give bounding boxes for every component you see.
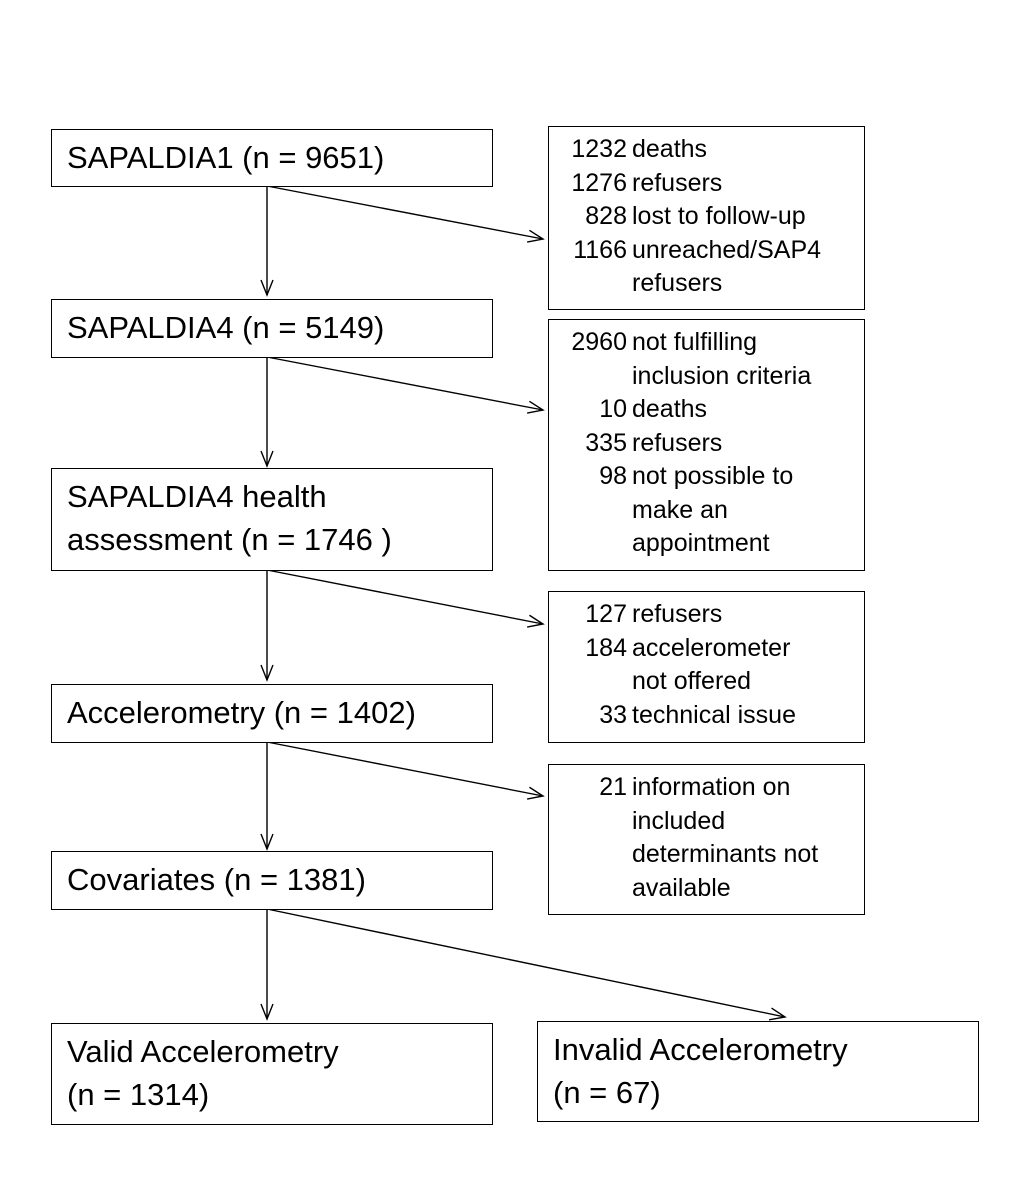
arrow-health-to-ex3 [266, 569, 545, 628]
exclusion-count: 2960 [571, 328, 627, 356]
exclusion-count: 828 [585, 202, 627, 230]
exclusion-count: 184 [585, 633, 627, 662]
box-health-assessment: SAPALDIA4 health assessment (n = 1746 ) [51, 468, 493, 571]
exclusion-count: 21 [599, 773, 627, 801]
exclusion-reason: not fulfilling [632, 328, 758, 356]
exclusion-row-continued: appointment [549, 527, 864, 561]
box-accelerometry: Accelerometry (n = 1402) [51, 684, 493, 743]
exclusion-reason: refusers [632, 600, 723, 628]
exclusion-reason: included [632, 806, 726, 835]
box-line: (n = 1314) [67, 1077, 210, 1112]
box-line: SAPALDIA1 (n = 9651) [67, 140, 385, 175]
box-line: Valid Accelerometry [67, 1034, 339, 1069]
box-valid-accelerometry: Valid Accelerometry (n = 1314) [51, 1023, 493, 1125]
arrow-sap1-to-ex1 [266, 185, 545, 243]
exclusion-reason: available [632, 873, 731, 902]
exclusion-count: 127 [585, 600, 627, 628]
exclusion-reason: refusers [632, 269, 723, 297]
box-line: SAPALDIA4 health [67, 479, 327, 514]
exclusion-count: 1276 [571, 168, 627, 197]
box-line: SAPALDIA4 (n = 5149) [67, 310, 385, 345]
box-covariates: Covariates (n = 1381) [51, 851, 493, 910]
box-line: Accelerometry (n = 1402) [67, 695, 416, 730]
exclusion-reason: accelerometer [632, 633, 791, 662]
arrow-accel-to-ex4 [266, 741, 545, 800]
exclusion-count: 1232 [571, 135, 627, 163]
arrow-cov-to-invalid [266, 908, 787, 1021]
box-line: (n = 67) [553, 1075, 661, 1110]
exclusion-reason: appointment [632, 529, 770, 557]
exclusion-reason: make an [632, 495, 728, 524]
exclusion-row-continued: make an [549, 494, 864, 528]
box-sapaldia1: SAPALDIA1 (n = 9651) [51, 129, 493, 187]
exclusion-reason: deaths [632, 135, 708, 163]
exclusion-reason: unreached/SAP4 [632, 235, 822, 264]
box-invalid-accelerometry: Invalid Accelerometry (n = 67) [537, 1021, 979, 1122]
exclusion-reason: determinants not [632, 840, 819, 868]
exclusion-reason: technical issue [632, 700, 796, 729]
exclusion-row-continued: inclusion criteria [549, 360, 864, 394]
exclusion-reason: refusers [632, 168, 723, 197]
exclusion-reason: inclusion criteria [632, 361, 812, 390]
exclusion-row-continued: refusers [549, 267, 864, 301]
exclusion-reason: not offered [632, 667, 752, 695]
arrow-sap4-to-ex2 [266, 356, 545, 414]
exclusion-reason: information on [632, 773, 791, 801]
exclusion-count: 10 [599, 395, 627, 423]
box-line: assessment (n = 1746 ) [67, 522, 392, 557]
exclusion-count: 33 [599, 700, 627, 729]
exclusion-row-continued: available [549, 872, 864, 906]
box-sapaldia4: SAPALDIA4 (n = 5149) [51, 299, 493, 358]
exclusion-reason: refusers [632, 428, 723, 457]
exclusion-reason: deaths [632, 395, 708, 423]
box-line: Invalid Accelerometry [553, 1032, 848, 1067]
exclusion-reason: lost to follow-up [632, 202, 806, 230]
exclusion-count: 98 [599, 462, 627, 490]
exclusion-count: 335 [585, 428, 627, 457]
exclusion-row-continued: not offered [549, 665, 864, 699]
exclusion-count: 1166 [573, 235, 627, 264]
exclusion-row-continued: determinants not [549, 838, 864, 872]
exclusion-reason: not possible to [632, 462, 794, 490]
exclusion-row-continued: included [549, 805, 864, 839]
box-line: Covariates (n = 1381) [67, 862, 366, 897]
